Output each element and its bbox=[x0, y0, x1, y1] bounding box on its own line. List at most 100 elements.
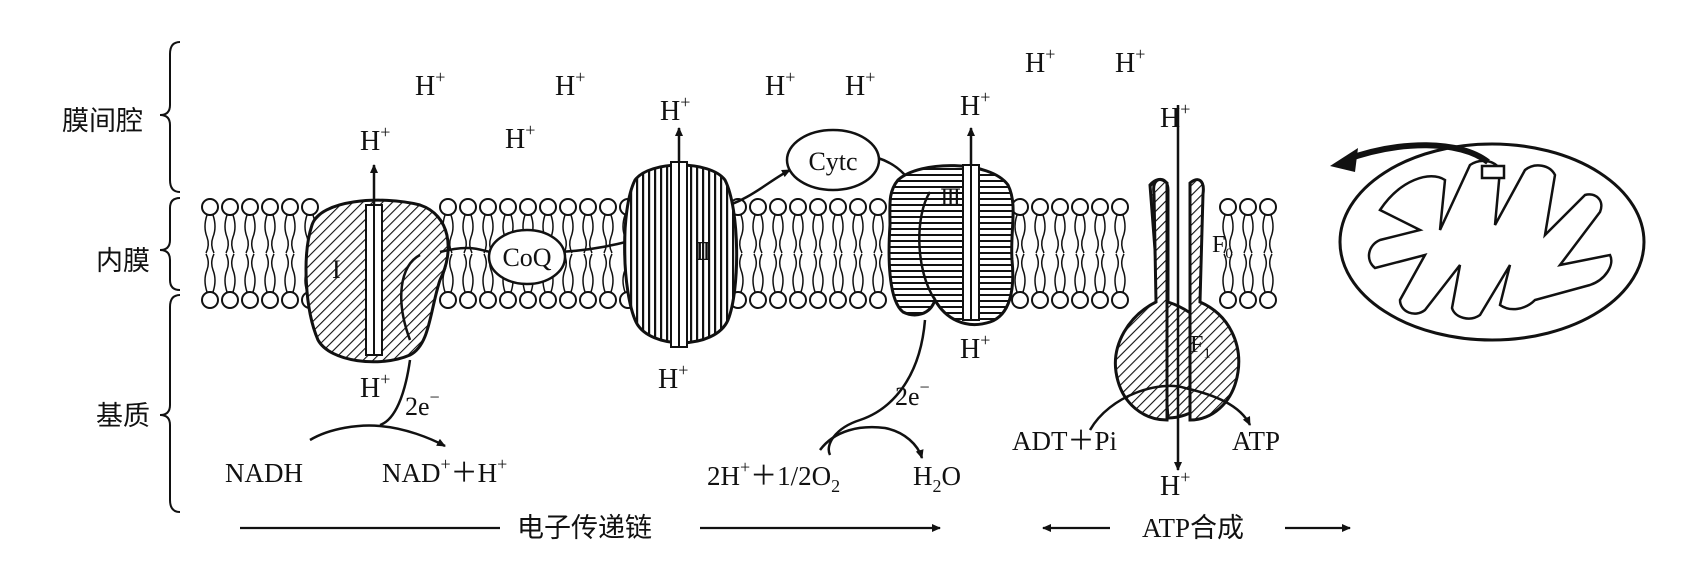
lipid-tail bbox=[738, 253, 744, 293]
lipid-tail bbox=[608, 253, 614, 293]
atp-synthase-f1-right bbox=[1188, 178, 1241, 422]
lipid-tail bbox=[878, 253, 884, 293]
lipid-tail bbox=[832, 253, 838, 293]
lipid-head bbox=[261, 291, 279, 309]
mitochondrion-zoom-box bbox=[1480, 164, 1506, 180]
lipid-tail bbox=[224, 253, 230, 293]
nadh-label: NADH bbox=[225, 458, 303, 488]
proton-label: H+ bbox=[660, 92, 690, 127]
lipid-head bbox=[599, 198, 617, 216]
lipid-tail bbox=[1248, 214, 1254, 254]
lipid-tail bbox=[588, 214, 594, 254]
lipid-head bbox=[539, 291, 557, 309]
lipid-tail bbox=[290, 214, 296, 254]
atp-synthase: F0 F1 bbox=[1088, 105, 1252, 471]
lipid-tail bbox=[772, 214, 778, 254]
lipid-tail bbox=[250, 253, 256, 293]
lipid-head bbox=[1239, 198, 1257, 216]
lipid-head bbox=[1091, 198, 1109, 216]
lipid-head bbox=[539, 198, 557, 216]
lipid-tail bbox=[798, 214, 804, 254]
lipid-tail bbox=[1268, 214, 1274, 254]
proton-label: H+ bbox=[1160, 99, 1190, 134]
lipid-tail bbox=[582, 253, 588, 293]
bottom-flow: 电子传递链 ATP合成 bbox=[240, 513, 1351, 544]
lipid-head bbox=[1071, 291, 1089, 309]
lipid-tail bbox=[448, 214, 454, 254]
zoom-arrow bbox=[1343, 142, 1490, 165]
lipid-tail bbox=[812, 253, 818, 293]
lipid-head bbox=[1259, 291, 1277, 309]
proton-label: H+ bbox=[658, 360, 688, 395]
mitochondrion-icon bbox=[1330, 142, 1646, 342]
lipid-tail bbox=[1222, 253, 1228, 293]
lipid-tail bbox=[778, 253, 784, 293]
lipid-tail bbox=[878, 214, 884, 254]
cytc-carrier bbox=[785, 128, 881, 192]
proton-label: H+ bbox=[360, 369, 390, 404]
lipid-tail bbox=[812, 214, 818, 254]
lipid-tail bbox=[244, 214, 250, 254]
lipid-head bbox=[1051, 198, 1069, 216]
lipid-tail bbox=[482, 253, 488, 293]
lipid-tail bbox=[270, 253, 276, 293]
lipid-head bbox=[849, 291, 867, 309]
lipid-tail bbox=[838, 253, 844, 293]
lipid-tail bbox=[448, 253, 454, 293]
lipid-tail bbox=[1242, 214, 1248, 254]
lipid-head bbox=[459, 291, 477, 309]
membrane-brace bbox=[159, 197, 181, 291]
lipid-head bbox=[459, 198, 477, 216]
lipid-head bbox=[599, 291, 617, 309]
lipid-tail bbox=[758, 214, 764, 254]
lipid-tail bbox=[1074, 253, 1080, 293]
lipid-tail bbox=[1114, 214, 1120, 254]
lipid-head bbox=[439, 291, 457, 309]
lipid-head bbox=[769, 198, 787, 216]
lipid-tail bbox=[1100, 214, 1106, 254]
label-intermembrane-space: 膜间腔 bbox=[62, 106, 143, 137]
complex-4-body bbox=[887, 164, 1015, 327]
lipid-head bbox=[201, 198, 219, 216]
lipid-head bbox=[281, 198, 299, 216]
lipid-tail bbox=[588, 253, 594, 293]
lipid-tail bbox=[772, 253, 778, 293]
lipid-head bbox=[809, 291, 827, 309]
complex-4-label: Ⅲ bbox=[940, 185, 961, 210]
lipid-tail bbox=[798, 253, 804, 293]
lipid-tail bbox=[1074, 214, 1080, 254]
reaction-arrows bbox=[309, 424, 924, 459]
proton-label: H+ bbox=[360, 122, 390, 157]
lipid-tail bbox=[1034, 214, 1040, 254]
lipid-tail bbox=[758, 253, 764, 293]
lipid-tail bbox=[1262, 214, 1268, 254]
etc-label: 电子传递链 bbox=[517, 513, 652, 544]
complex-4: Ⅲ bbox=[887, 127, 1015, 327]
coq-carrier bbox=[487, 228, 567, 286]
lipid-tail bbox=[210, 214, 216, 254]
region-braces bbox=[159, 41, 181, 513]
lipid-head bbox=[869, 198, 887, 216]
lipid-tail bbox=[1054, 214, 1060, 254]
lipid-head bbox=[241, 198, 259, 216]
proton-label: H+ bbox=[1160, 467, 1190, 502]
proton-label: H+ bbox=[765, 67, 795, 102]
atp-synthesis-arrow bbox=[1088, 384, 1252, 431]
proton-label: H+ bbox=[845, 67, 875, 102]
complex-3-label: Ⅱ bbox=[695, 240, 711, 266]
lipid-tail bbox=[230, 253, 236, 293]
lipid-tail bbox=[1222, 214, 1228, 254]
lipid-head bbox=[809, 198, 827, 216]
lipid-head bbox=[579, 291, 597, 309]
lipid-tail bbox=[1120, 214, 1126, 254]
f1-label: F1 bbox=[1190, 332, 1211, 362]
lipid-tail bbox=[752, 253, 758, 293]
lipid-tail bbox=[1242, 253, 1248, 293]
water-label: H2O bbox=[913, 461, 961, 496]
lipid-tail bbox=[1014, 253, 1020, 293]
lipid-tail bbox=[1268, 253, 1274, 293]
lipid-tail bbox=[284, 253, 290, 293]
lipid-tail bbox=[1020, 253, 1026, 293]
